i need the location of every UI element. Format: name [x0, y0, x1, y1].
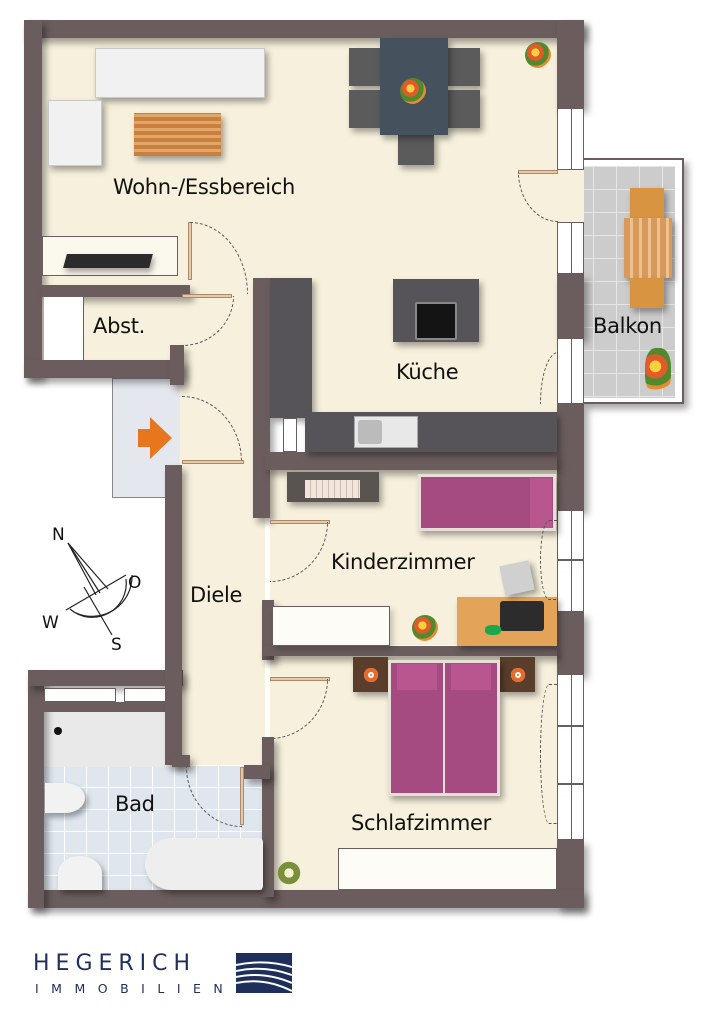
bath-shower-area — [42, 712, 175, 767]
wall-right-mid2 — [557, 404, 584, 510]
wardrobe-kids — [272, 606, 390, 646]
coffee-table — [134, 113, 221, 156]
compass-icon — [65, 542, 133, 636]
wall-hall-right-upper — [253, 278, 270, 518]
monitor-icon — [500, 601, 544, 631]
window-bed-1 — [557, 674, 584, 726]
room-label-kitchen: Küche — [396, 360, 459, 384]
wall-bath-right — [244, 765, 270, 779]
window-bed-arc — [540, 684, 558, 824]
tv-icon — [63, 254, 153, 268]
window-bed-3 — [557, 784, 584, 840]
company-name: HEGERICH — [33, 951, 197, 976]
floor-plan: Wohn-/Essbereich Abst. Küche Balkon Diel… — [24, 20, 684, 908]
door-entrance-leaf — [182, 460, 244, 464]
wall-right-mid3 — [557, 612, 584, 674]
wall-left-lower — [28, 670, 44, 908]
desk-chair — [499, 560, 535, 596]
kitchen-counter-vertical — [270, 278, 312, 418]
cooktop-icon — [415, 302, 457, 340]
dining-chair-right-1 — [445, 48, 480, 86]
wall-hall-left-upper — [170, 345, 184, 385]
wall-bottom — [28, 890, 584, 908]
wall-top — [24, 20, 584, 38]
room-label-living: Wohn-/Essbereich — [113, 175, 296, 199]
plant-icon — [525, 42, 551, 68]
plant-icon — [645, 348, 671, 394]
window-kids-arc — [540, 520, 558, 600]
sink-bathroom — [58, 856, 102, 890]
room-label-storage: Abst. — [93, 314, 146, 338]
room-label-balcony: Balkon — [593, 314, 662, 338]
plant-icon — [276, 860, 302, 886]
entrance-arrow-icon — [138, 417, 172, 459]
bath-cabinet-1 — [44, 688, 116, 702]
sofa — [95, 48, 265, 98]
window-bed-2 — [557, 726, 584, 784]
toilet — [45, 783, 85, 813]
kids-pillow — [530, 478, 552, 528]
wall-hall-right-lower — [262, 737, 274, 897]
wall-bath-shelf — [44, 702, 176, 712]
wall-storage-bottom — [24, 360, 184, 378]
mouse-icon — [485, 625, 501, 635]
window-living — [557, 108, 584, 170]
wall-bath-hall-corner — [172, 755, 190, 767]
kitchen-fridge-niche — [283, 418, 297, 452]
dining-chair-bottom — [398, 135, 434, 165]
wall-right-balcony-door — [557, 170, 584, 222]
hall-floor — [180, 288, 265, 768]
room-label-kids: Kinderzimmer — [331, 550, 475, 574]
room-label-bathroom: Bad — [115, 792, 155, 816]
wall-hall-right-mid — [262, 600, 274, 660]
company-tagline: IMMOBILIEN — [35, 981, 236, 996]
window-kids-2 — [557, 560, 584, 612]
pillow-left — [397, 664, 437, 690]
balcony-table — [624, 218, 672, 278]
bed-divider — [443, 662, 445, 794]
lamp-icon — [364, 668, 378, 682]
bathtub — [145, 838, 263, 890]
dining-chair-right-2 — [445, 90, 480, 128]
window-balcony-1 — [557, 222, 584, 274]
compass-west: W — [42, 613, 59, 633]
wall-right-top — [557, 20, 584, 108]
window-kids-1 — [557, 510, 584, 560]
balcony-chair-top — [630, 188, 664, 220]
wardrobe-bedroom — [338, 848, 557, 890]
dining-chair-left-1 — [349, 48, 384, 86]
sink-basin — [358, 420, 382, 444]
dining-chair-left-2 — [349, 90, 384, 128]
wall-right-mid1 — [557, 274, 584, 338]
brand-emblem-icon — [236, 953, 292, 993]
room-label-bedroom: Schlafzimmer — [351, 811, 492, 835]
compass-south: S — [111, 635, 122, 655]
lamp-icon — [511, 668, 525, 682]
storage-shelf — [44, 297, 84, 360]
wall-living-storage — [42, 285, 190, 297]
kitchen-counter-horizontal — [305, 412, 557, 452]
balcony-chair-bottom — [630, 278, 664, 308]
window-kitchen — [557, 338, 584, 404]
compass-north: N — [52, 525, 65, 545]
plant-icon — [412, 615, 438, 641]
pillow-right — [451, 664, 491, 690]
wall-left-upper — [24, 20, 42, 378]
compass-east: O — [128, 573, 142, 593]
books — [305, 480, 360, 498]
compass: N O S W — [40, 525, 160, 660]
shower-drain-icon — [54, 727, 62, 735]
tv-sideboard — [42, 236, 178, 276]
wall-bath-top — [28, 670, 183, 686]
wall-kitchen-bottom — [265, 452, 557, 470]
room-label-hall: Diele — [190, 583, 243, 607]
plant-icon — [400, 78, 426, 104]
wall-hall-left-lower — [165, 465, 182, 765]
armchair — [48, 100, 102, 166]
wall-kids-bed — [262, 646, 557, 656]
